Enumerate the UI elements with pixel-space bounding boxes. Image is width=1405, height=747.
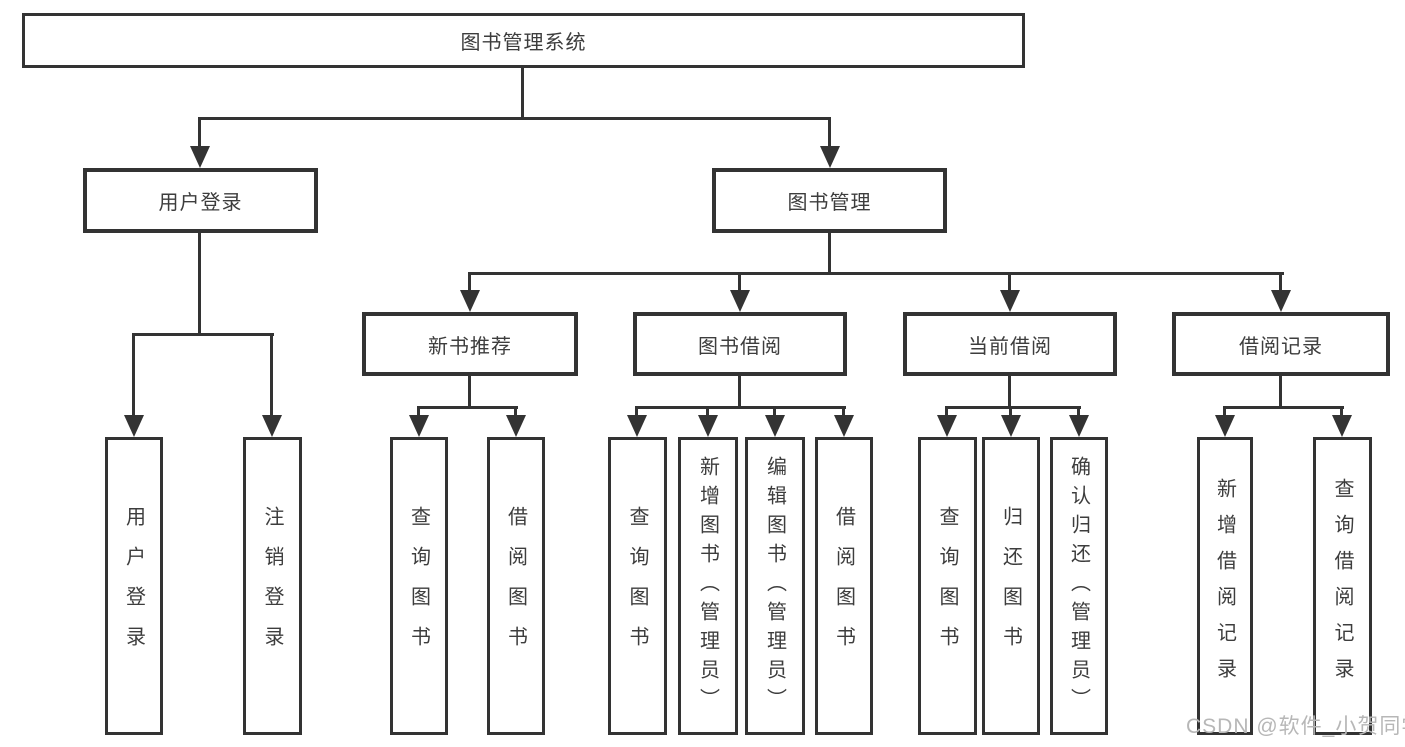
arrow-down-icon [834,415,854,437]
node-book-borrow: 图书借阅 [633,312,847,376]
connector-line [1223,406,1226,419]
connector-line [468,376,471,409]
leaf-label: 归还图书 [999,506,1022,666]
connector-line [738,376,741,409]
leaf-label: 借阅图书 [504,506,527,666]
leaf-confirm-return-admin: 确认归还（管理员） [1050,437,1108,735]
arrow-down-icon [1001,415,1021,437]
leaf-query-books-current: 查询图书 [918,437,977,735]
leaf-edit-book-admin: 编辑图书（管理员） [745,437,805,735]
connector-line [468,272,1284,275]
connector-line [1009,406,1012,419]
leaf-query-books-borrow: 查询图书 [608,437,667,735]
arrow-down-icon [460,290,480,312]
leaf-label: 查询借阅记录 [1331,478,1353,694]
arrow-down-icon [1332,415,1352,437]
arrow-down-icon [937,415,957,437]
arrow-down-icon [765,415,785,437]
arrow-down-icon [1215,415,1235,437]
leaf-return-books: 归还图书 [982,437,1040,735]
arrow-down-icon [190,146,210,168]
connector-line [417,406,518,409]
node-user-login: 用户登录 [83,168,318,233]
connector-line [635,406,638,419]
connector-line [706,406,709,419]
connector-line [945,406,948,419]
connector-line [468,272,471,292]
connector-line [198,117,201,148]
leaf-borrow-books-recommend: 借阅图书 [487,437,545,735]
leaf-user-login: 用户登录 [105,437,163,735]
arrow-down-icon [262,415,282,437]
arrow-down-icon [1000,290,1020,312]
arrow-down-icon [1069,415,1089,437]
leaf-add-book-admin: 新增图书（管理员） [678,437,738,735]
leaf-label: 查询图书 [407,506,430,666]
leaf-label: 查询图书 [626,506,648,666]
connector-line [635,406,846,409]
node-root: 图书管理系统 [22,13,1025,68]
connector-line [514,406,517,419]
leaf-label: 新增图书（管理员） [696,455,719,717]
leaf-label: 借阅图书 [832,506,855,666]
connector-line [1008,376,1011,409]
connector-line [198,117,831,120]
leaf-label: 编辑图书（管理员） [763,455,786,717]
connector-line [1008,272,1011,292]
leaf-query-borrow-record: 查询借阅记录 [1313,437,1372,735]
leaf-add-borrow-record: 新增借阅记录 [1197,437,1253,735]
connector-line [521,68,524,118]
watermark-text: CSDN @软件_小贺同学 [1186,715,1405,738]
node-current-borrow-label: 当前借阅 [968,335,1052,358]
node-book-borrow-label: 图书借阅 [698,335,782,358]
connector-line [132,333,274,336]
connector-line [945,406,1081,409]
connector-line [1279,376,1282,409]
connector-line [738,272,741,292]
connector-line [1077,406,1080,419]
leaf-query-books-recommend: 查询图书 [390,437,448,735]
connector-line [773,406,776,419]
leaf-label: 查询图书 [936,506,958,666]
leaf-logout-label: 注销登录 [261,506,283,666]
connector-line [132,333,135,417]
leaf-logout: 注销登录 [243,437,302,735]
arrow-down-icon [627,415,647,437]
arrow-down-icon [820,146,840,168]
connector-line [198,233,201,335]
node-borrow-records-label: 借阅记录 [1239,335,1323,358]
node-root-label: 图书管理系统 [460,32,587,54]
arrow-down-icon [124,415,144,437]
leaf-label: 新增借阅记录 [1213,478,1236,694]
node-book-management-label: 图书管理 [787,192,872,214]
connector-line [1340,406,1343,419]
node-book-management: 图书管理 [712,168,947,233]
connector-line [270,333,273,417]
connector-line [828,233,831,275]
node-current-borrow: 当前借阅 [903,312,1117,376]
connector-line [1279,272,1282,292]
node-new-book-recommend: 新书推荐 [362,312,578,376]
arrow-down-icon [506,415,526,437]
leaf-label: 确认归还（管理员） [1067,455,1090,717]
arrow-down-icon [409,415,429,437]
arrow-down-icon [730,290,750,312]
arrow-down-icon [1271,290,1291,312]
leaf-user-login-label: 用户登录 [122,506,145,666]
node-new-book-recommend-label: 新书推荐 [428,335,512,358]
connector-line [828,117,831,148]
connector-line [842,406,845,419]
leaf-borrow-books: 借阅图书 [815,437,873,735]
connector-line [1223,406,1344,409]
arrow-down-icon [698,415,718,437]
node-user-login-label: 用户登录 [158,192,243,214]
node-borrow-records: 借阅记录 [1172,312,1390,376]
connector-line [417,406,420,419]
